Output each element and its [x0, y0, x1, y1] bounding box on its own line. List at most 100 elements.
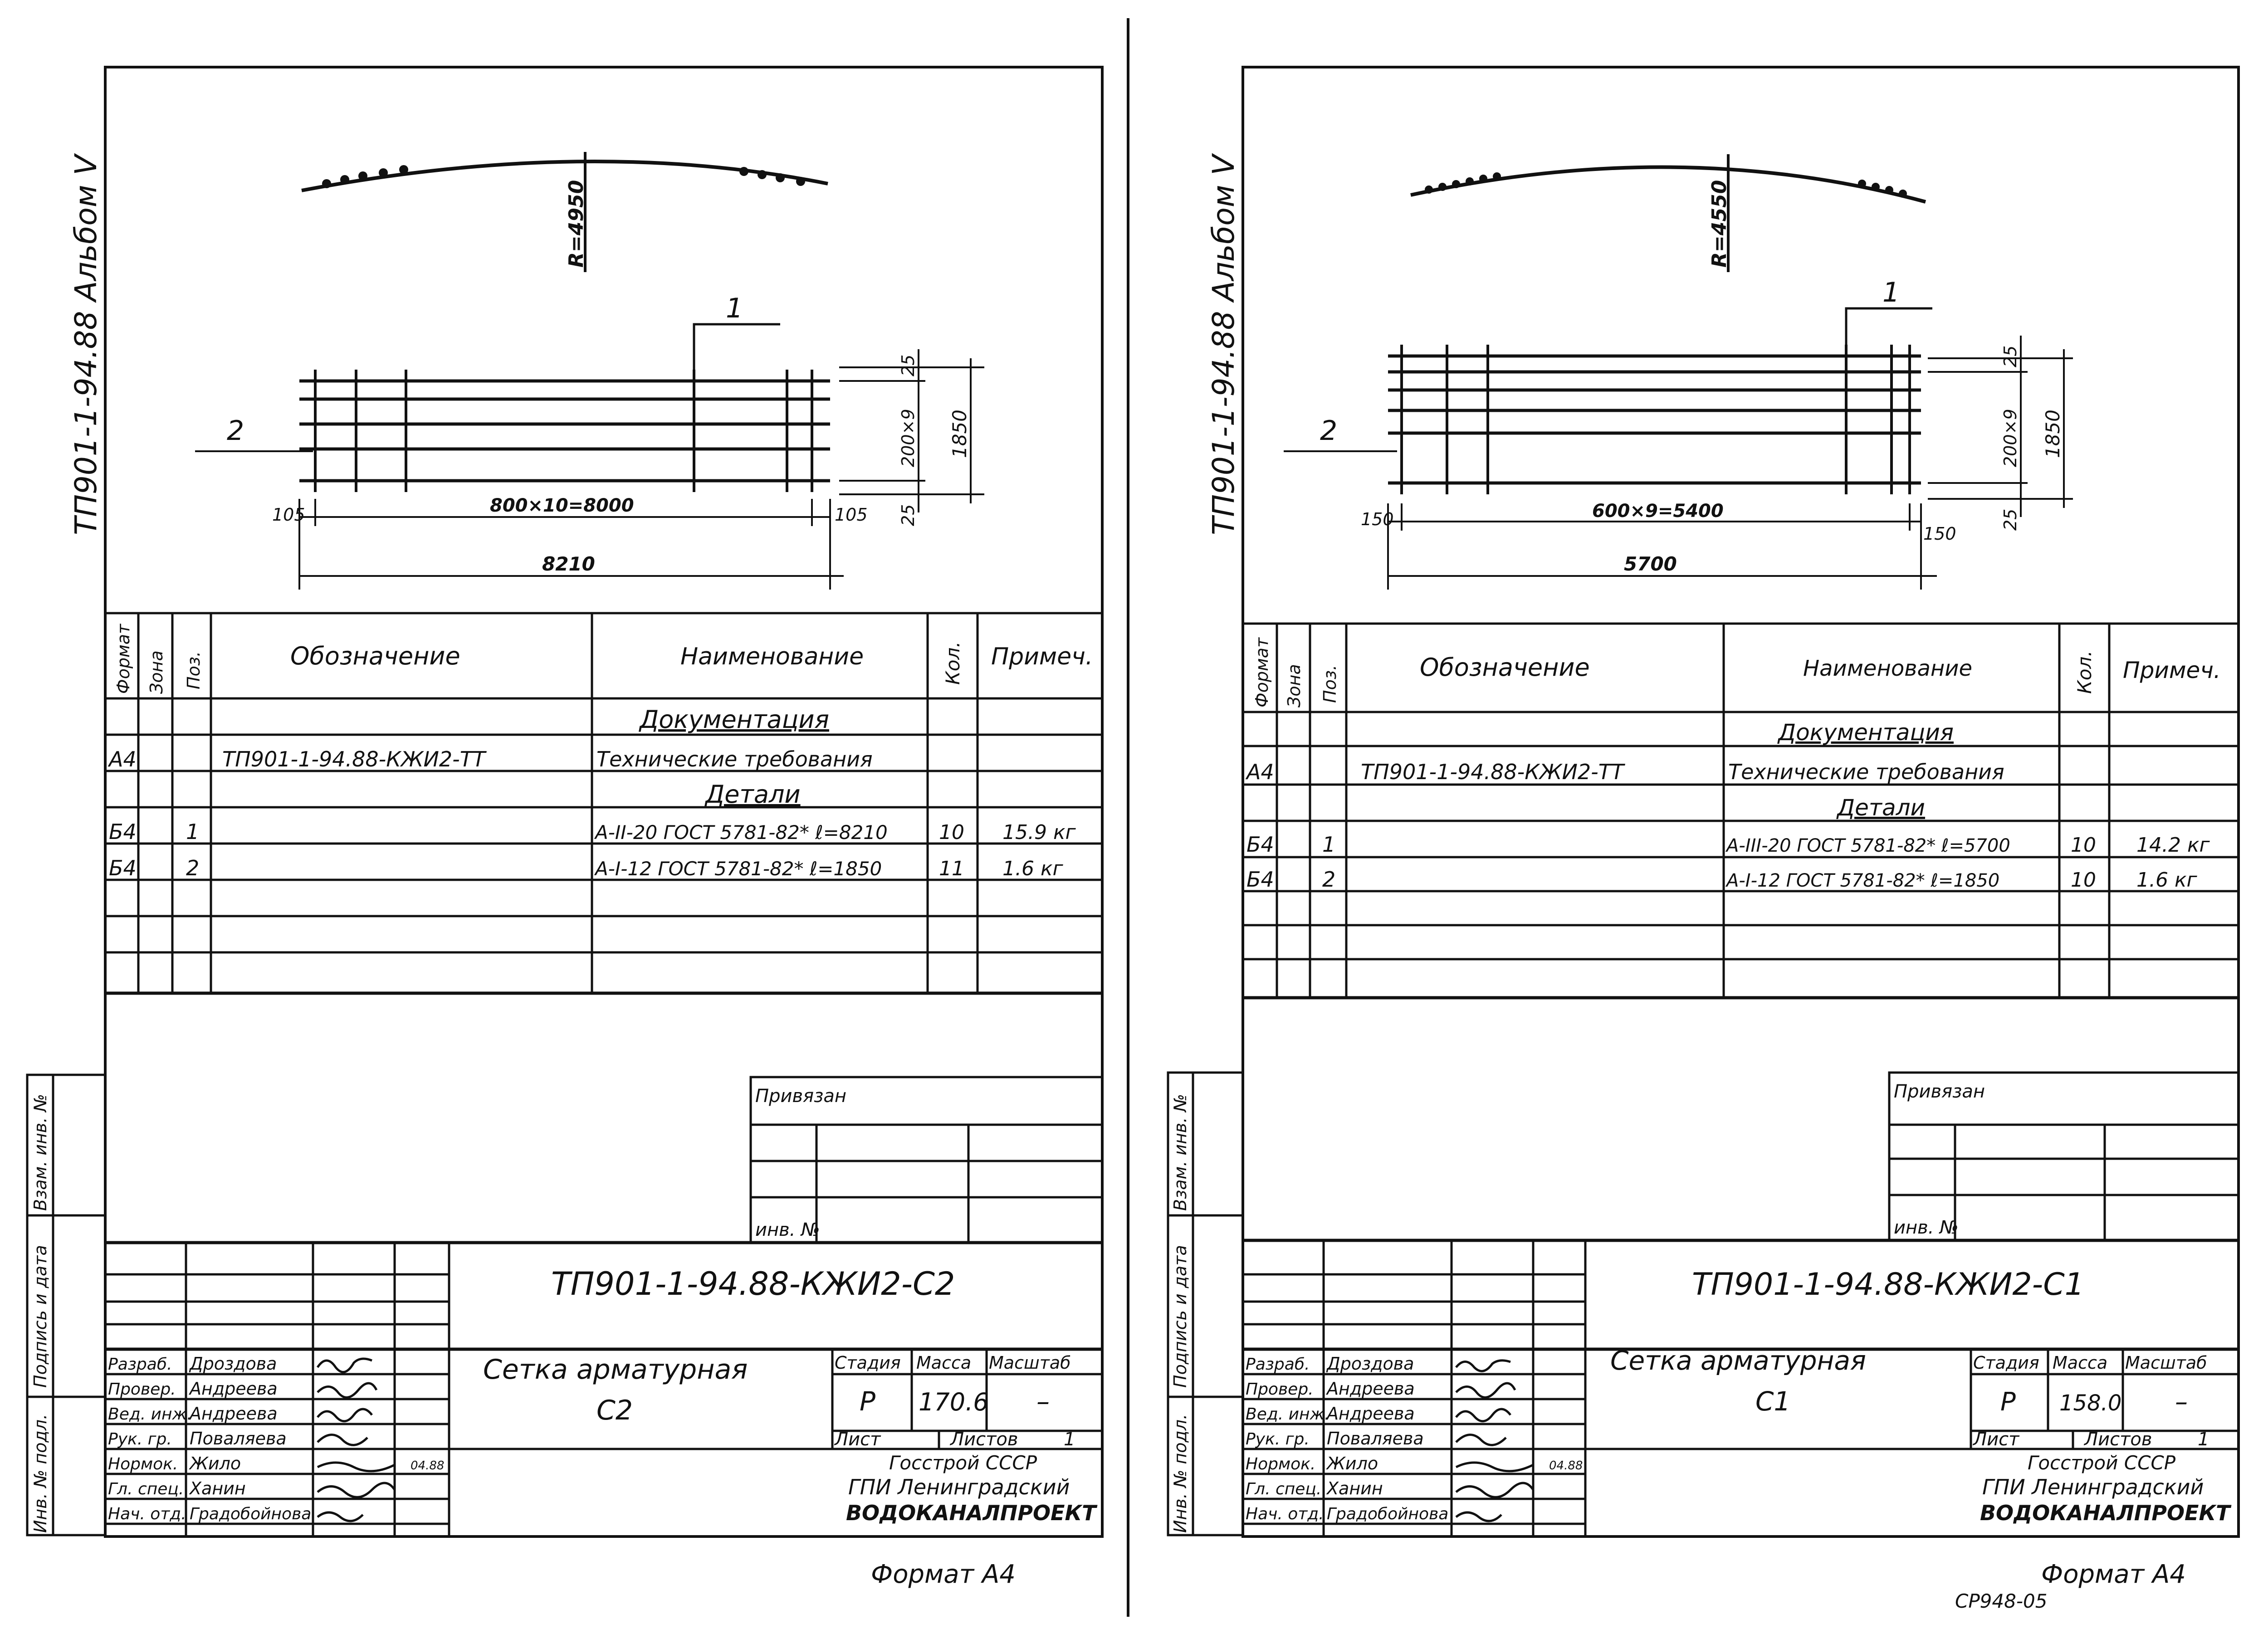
spec-header-format: Формат	[1252, 637, 1272, 707]
radius-label: R=4950	[565, 180, 588, 268]
spec-header-note: Примеч.	[991, 643, 1093, 670]
spec-header-pos: Поз.	[1320, 665, 1340, 703]
spec-row-3-note: 1.6 кг	[2136, 868, 2198, 892]
title-block-scale: –	[1036, 1386, 1050, 1417]
spec-header-note: Примеч.	[2123, 657, 2221, 683]
dim-mid: 200×9	[898, 409, 918, 467]
handwritten-signatures	[1455, 1359, 1535, 1522]
spec-header-format: Формат	[113, 623, 133, 694]
dim-overall: 5700	[1624, 553, 1677, 575]
title-block-stage: Р	[860, 1386, 875, 1417]
org-line-2: ГПИ Ленинградский	[848, 1475, 1070, 1499]
spec-row-1-designation: ТП901-1-94.88-КЖИ2-ТТ	[1361, 760, 1626, 784]
callout-1: 1	[1882, 277, 1900, 308]
title-block-scale-label: Масштаб	[989, 1353, 1071, 1373]
sheet-svg: ТП901-1-94.88 Альбом V R=4550 1 2 25 200…	[1167, 66, 2240, 1612]
bottom-code: СР948-05	[1955, 1590, 2047, 1612]
dim-left-end: 105	[272, 505, 305, 525]
side-stamp-vzam-inv: Взам. инв. №	[1170, 1094, 1190, 1211]
binding-label: Привязан	[1894, 1081, 1985, 1102]
spec-section-documentation: Документация	[639, 705, 829, 734]
binding-inv-label: инв. №	[755, 1219, 820, 1240]
spec-header-qty: Кол.	[2073, 650, 2096, 694]
role-lead-engineer: Вед. инж.	[1246, 1405, 1330, 1424]
spec-section-details: Детали	[1836, 795, 1925, 821]
spec-row-1-format: А4	[108, 747, 137, 771]
spec-header-designation: Обозначение	[1420, 653, 1590, 682]
role-norm-control: Нормок.	[1246, 1455, 1315, 1473]
spec-row-2-pos: 1	[186, 819, 199, 844]
signature-date: 04.88	[411, 1459, 444, 1473]
drawing-sheet-right: ТП901-1-94.88 Альбом V R=4550 1 2 25 200…	[1139, 0, 2268, 1634]
spec-header-pos: Поз.	[184, 651, 204, 689]
sheet-frame	[104, 66, 1104, 1538]
spec-row-3-pos: 2	[1322, 867, 1335, 892]
title-block-stage-label: Стадия	[1973, 1353, 2039, 1373]
dim-overall: 8210	[542, 553, 595, 575]
dim-mid: 200×9	[2000, 409, 2020, 467]
person-lead-engineer: Андреева	[1325, 1404, 1415, 1424]
person-dept-head: Градобойнова	[190, 1505, 311, 1523]
spec-row-1-name: Технические требования	[596, 747, 873, 771]
mesh-transverse-bars	[314, 370, 813, 492]
dim-total-height: 1850	[2042, 410, 2064, 458]
height-dimension-lines	[1928, 336, 2073, 517]
dim-top: 25	[898, 355, 918, 376]
title-block-code: ТП901-1-94.88-КЖИ2-С2	[551, 1265, 955, 1302]
spec-header-zone: Зона	[1284, 664, 1304, 707]
arc-rebar-dots	[322, 165, 805, 188]
spec-row-1-format: А4	[1245, 760, 1274, 784]
spec-row-1-designation: ТП901-1-94.88-КЖИ2-ТТ	[222, 747, 487, 771]
title-block-sheets-label: Листов	[2083, 1429, 2152, 1450]
spec-row-2-format: Б4	[1246, 832, 1274, 857]
binding-block-grid	[1888, 1071, 2240, 1242]
role-dept-head: Нач. отд.	[108, 1505, 186, 1523]
spec-header-zone: Зона	[147, 650, 166, 694]
title-block-sheets-count: 1	[1064, 1429, 1075, 1450]
title-block-scale-label: Масштаб	[2125, 1353, 2207, 1373]
title-block-mass: 158.0	[2059, 1390, 2121, 1416]
mesh-longitudinal-bars	[299, 379, 830, 483]
title-block-stage: Р	[2000, 1387, 2016, 1417]
title-block-grid	[105, 1241, 1102, 1536]
callout-2: 2	[227, 415, 244, 447]
title-block-title-line1: Сетка арматурная	[483, 1354, 748, 1385]
title-block-stage-label: Стадия	[835, 1353, 901, 1373]
dim-left-end: 150	[1361, 509, 1394, 529]
person-checked: Андреева	[1325, 1379, 1415, 1399]
side-stamp-grid	[1167, 1071, 1244, 1536]
binding-inv-label: инв. №	[1894, 1217, 1959, 1238]
spec-row-2-format: Б4	[109, 819, 137, 844]
callout-leader-1	[1845, 307, 1932, 381]
title-block-title-line2: С2	[596, 1395, 633, 1426]
dim-right-end: 150	[1923, 524, 1956, 544]
handwritten-signatures	[316, 1357, 396, 1522]
spec-table-grid	[1243, 622, 2239, 1000]
arc-rebar-dots	[1425, 172, 1907, 198]
person-developed: Дроздова	[1326, 1354, 1414, 1374]
spec-row-2-name: А-II-20 ГОСТ 5781-82* ℓ=8210	[594, 821, 888, 844]
spec-row-2-note: 15.9 кг	[1002, 821, 1076, 844]
dim-total-height: 1850	[948, 410, 971, 458]
org-line-1: Госстрой СССР	[2028, 1452, 2176, 1474]
person-norm-control: Жило	[1326, 1454, 1378, 1473]
title-block-mass-label: Масса	[916, 1353, 971, 1373]
dim-right-end: 105	[835, 505, 868, 525]
role-norm-control: Нормок.	[108, 1455, 178, 1473]
spec-row-3-note: 1.6 кг	[1002, 857, 1064, 880]
spec-row-3-format: Б4	[109, 856, 137, 880]
title-block-scale: –	[2175, 1387, 2188, 1417]
org-line-3: ВОДОКАНАЛПРОЕКТ	[1980, 1501, 2232, 1525]
height-dimension-lines	[839, 349, 984, 512]
length-dimension-lines	[1387, 503, 1937, 590]
org-line-2: ГПИ Ленинградский	[1982, 1475, 2204, 1499]
dim-bottom: 25	[2000, 509, 2020, 531]
title-block-sheet-label: Лист	[1972, 1429, 2020, 1450]
callout-2: 2	[1320, 415, 1337, 447]
role-dept-head: Нач. отд.	[1246, 1505, 1324, 1523]
side-stamp-grid	[26, 1073, 107, 1536]
title-block-sheets-count: 1	[2198, 1429, 2209, 1450]
role-group-lead: Рук. гр.	[1246, 1430, 1310, 1449]
spec-row-2-pos: 1	[1322, 832, 1335, 857]
side-stamp-signature-date: Подпись и дата	[1170, 1245, 1190, 1388]
